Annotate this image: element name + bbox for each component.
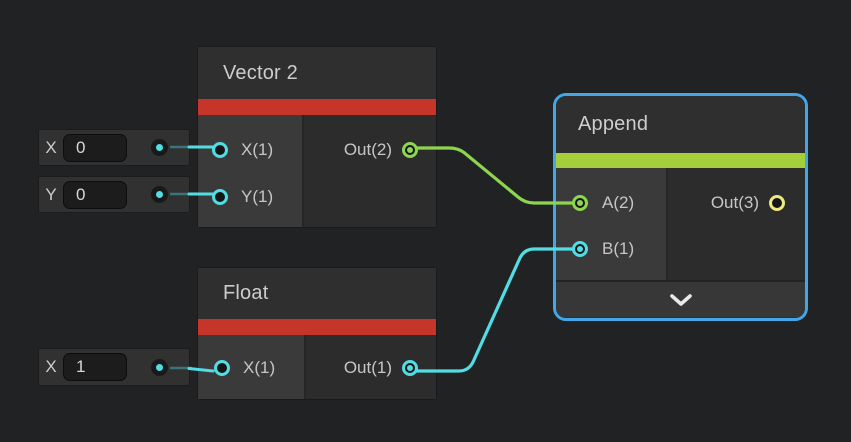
node-float-title: Float xyxy=(223,282,269,304)
node-append-title: Append xyxy=(578,113,649,135)
node-append-type-bar xyxy=(556,153,805,168)
node-vector2-title: Vector 2 xyxy=(223,61,298,84)
widget-vector2-y-input[interactable]: 0 xyxy=(63,180,127,209)
port-vector2-y-icon[interactable] xyxy=(212,188,228,205)
edge-float-out-to-append-b[interactable] xyxy=(409,247,576,373)
port-vector2-y-label: Y(1) xyxy=(241,186,274,206)
widget-vector2-y: Y 0 xyxy=(38,176,190,213)
port-float-x-label: X(1) xyxy=(243,357,276,377)
widget-vector2-y-label: Y xyxy=(45,184,57,204)
widget-vector2-y-connector-icon[interactable] xyxy=(151,186,168,203)
node-vector2-header[interactable]: Vector 2 xyxy=(198,47,436,99)
node-append-selected[interactable]: Append A(2) B(1) Out(3) xyxy=(553,93,808,321)
widget-float-x-value: 1 xyxy=(76,357,86,376)
widget-vector2-x-value: 0 xyxy=(76,137,86,157)
node-float-type-bar xyxy=(198,319,436,335)
node-vector2[interactable]: Vector 2 X(1) Y(1) Out(2) xyxy=(197,46,437,228)
node-float[interactable]: Float X(1) Out(1) xyxy=(197,267,437,400)
widget-float-x-input[interactable]: 1 xyxy=(63,353,127,381)
port-append-out-icon[interactable] xyxy=(769,195,785,211)
port-row: B(1) xyxy=(556,226,666,272)
port-float-out-icon[interactable] xyxy=(402,359,418,376)
widget-vector2-x-connector-icon[interactable] xyxy=(151,139,168,156)
node-vector2-type-bar xyxy=(198,99,436,115)
port-float-x-icon[interactable] xyxy=(214,359,230,376)
node-append-input-panel: A(2) B(1) xyxy=(556,168,668,280)
edge-widget-x1-stub xyxy=(187,367,215,373)
node-vector2-output-panel: Out(2) xyxy=(304,115,436,227)
node-append-output-panel: Out(3) xyxy=(668,168,805,280)
node-float-input-panel: X(1) xyxy=(198,335,306,399)
port-row: Out(3) xyxy=(668,180,805,226)
widget-vector2-x: X 0 xyxy=(38,129,190,166)
port-append-out-label: Out(3) xyxy=(710,193,759,212)
widget-float-x-label: X xyxy=(45,357,57,376)
node-float-header[interactable]: Float xyxy=(198,268,436,319)
node-float-output-panel: Out(1) xyxy=(306,335,436,399)
port-float-out-label: Out(1) xyxy=(343,357,392,377)
port-append-a-icon[interactable] xyxy=(572,195,588,211)
node-append-header[interactable]: Append xyxy=(556,96,805,153)
widget-float-x-connector-icon[interactable] xyxy=(151,358,168,376)
widget-vector2-x-input[interactable]: 0 xyxy=(63,133,127,162)
port-vector2-x-icon[interactable] xyxy=(212,141,228,158)
node-append-preview-toggle[interactable] xyxy=(556,280,805,317)
widget-vector2-y-value: 0 xyxy=(76,184,86,204)
widget-vector2-x-label: X xyxy=(45,137,57,157)
port-row: A(2) xyxy=(556,180,666,226)
port-row: X(1) xyxy=(198,344,304,391)
edge-vector2-out-to-append-a[interactable] xyxy=(409,146,576,205)
port-vector2-out-label: Out(2) xyxy=(343,139,392,159)
port-append-a-label: A(2) xyxy=(602,193,635,212)
port-row: X(1) xyxy=(198,126,302,173)
chevron-down-icon xyxy=(669,293,692,306)
port-append-b-icon[interactable] xyxy=(572,241,588,257)
port-row: Y(1) xyxy=(198,173,302,220)
port-vector2-out-icon[interactable] xyxy=(402,141,418,158)
port-append-b-label: B(1) xyxy=(602,239,635,258)
node-vector2-input-panel: X(1) Y(1) xyxy=(198,115,304,227)
port-row: Out(1) xyxy=(306,344,436,391)
port-vector2-x-label: X(1) xyxy=(241,139,274,159)
widget-float-x: X 1 xyxy=(38,348,190,386)
port-row: Out(2) xyxy=(304,126,436,173)
